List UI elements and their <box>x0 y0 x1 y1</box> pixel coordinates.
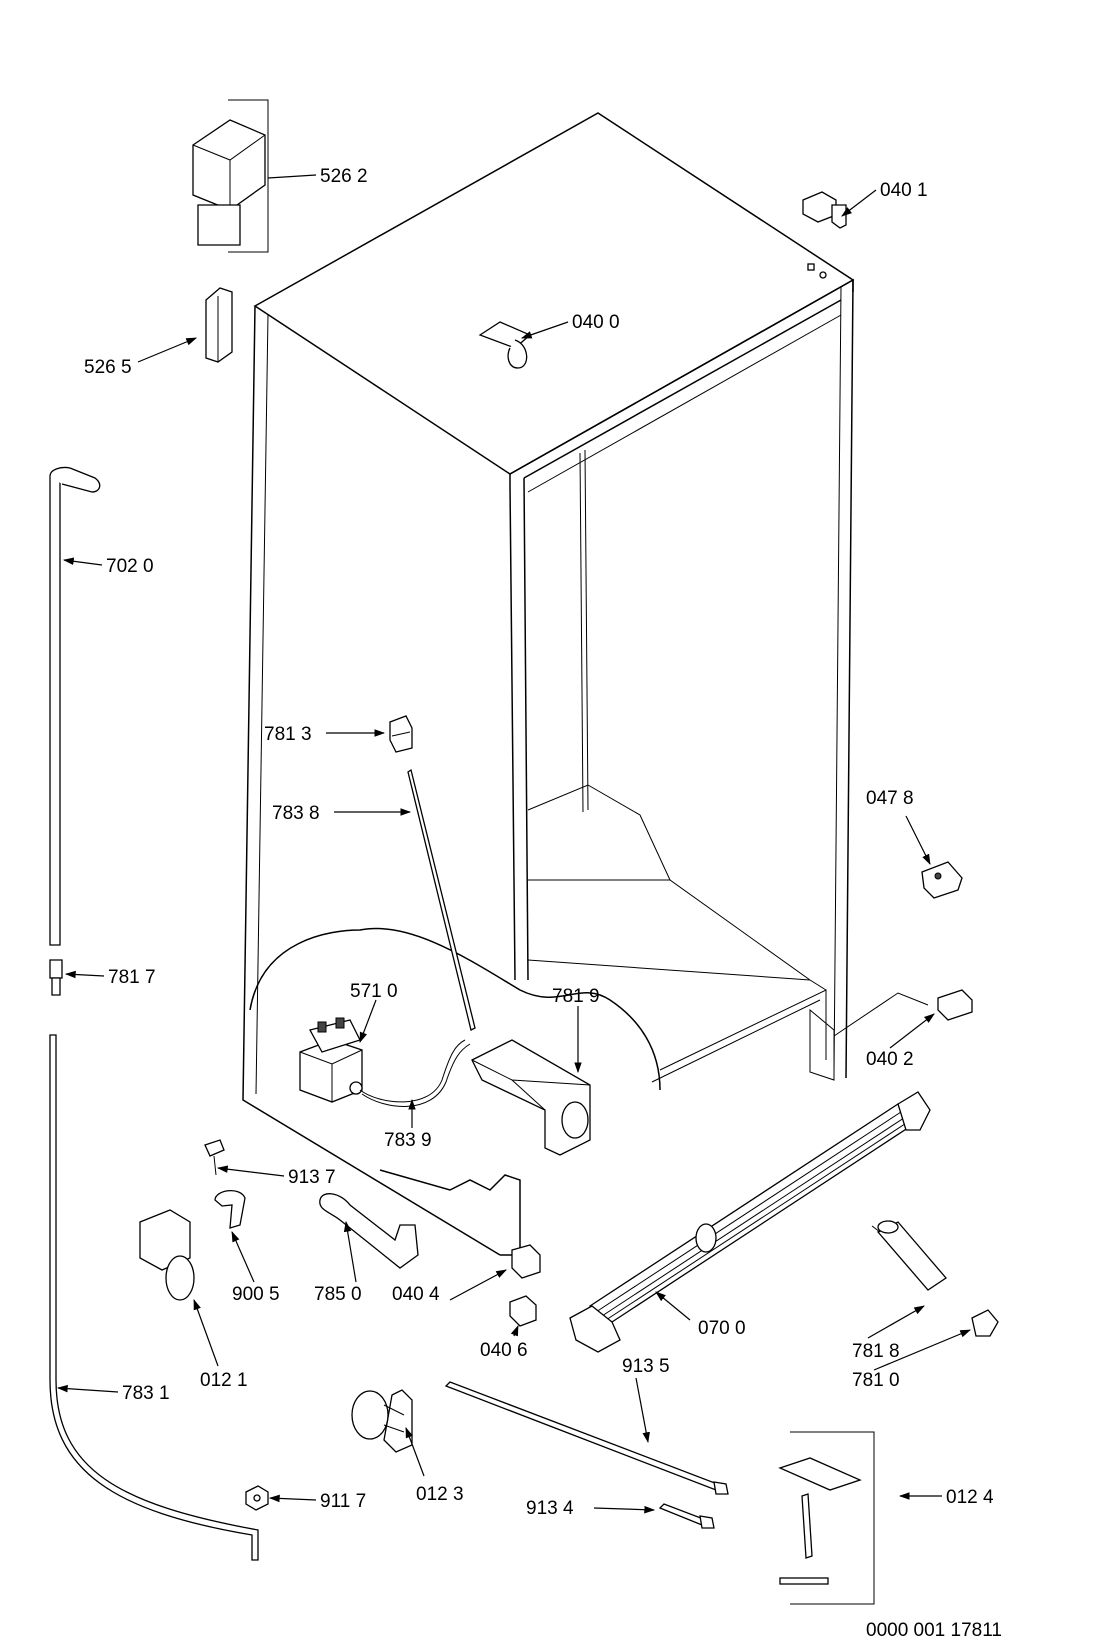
callout-781-9: 781 9 <box>552 986 600 1007</box>
tubing-part-783-9 <box>359 1039 471 1107</box>
drawing-number: 0000 001 17811 <box>866 1620 1002 1641</box>
callout-781-7: 781 7 <box>108 967 156 988</box>
nut-part-911-7 <box>245 1485 269 1511</box>
callout-070-0: 070 0 <box>698 1318 746 1339</box>
fitting-part-781-7 <box>49 959 63 996</box>
handle-rod-part-702-0 <box>49 466 101 946</box>
callout-047-8: 047 8 <box>866 788 914 809</box>
callout-785-0: 785 0 <box>314 1284 362 1305</box>
callout-913-5: 913 5 <box>622 1356 670 1377</box>
hinge-assembly-part-012-3 <box>351 1389 413 1453</box>
cover-plate-part-526-5 <box>205 287 233 363</box>
callout-labels: 526 2 526 5 040 1 040 0 702 0 781 3 783 … <box>84 166 994 1519</box>
door-closer-bar-part-070-0 <box>569 1091 931 1353</box>
callout-040-1: 040 1 <box>880 180 928 201</box>
callout-526-5: 526 5 <box>84 357 132 378</box>
callout-040-0: 040 0 <box>572 312 620 333</box>
callout-913-4: 913 4 <box>526 1498 574 1519</box>
bracket-part-040-6 <box>509 1295 537 1327</box>
fill-duct-part-781-9 <box>471 1039 591 1156</box>
callout-012-3: 012 3 <box>416 1484 464 1505</box>
parts-kit-part-012-4 <box>778 1431 875 1605</box>
roller-part-012-1 <box>139 1209 195 1301</box>
hinge-part-040-0 <box>478 321 532 369</box>
valve-part-781-0 <box>971 1309 999 1337</box>
callout-526-2: 526 2 <box>320 166 368 187</box>
callout-781-3: 781 3 <box>264 724 312 745</box>
drain-hose-part-785-0 <box>319 1193 419 1269</box>
callout-783-9: 783 9 <box>384 1130 432 1151</box>
callout-900-5: 900 5 <box>232 1284 280 1305</box>
valve-cap-part-781-3 <box>389 715 413 753</box>
callout-781-8: 781 8 <box>852 1341 900 1362</box>
callout-781-0: 781 0 <box>852 1370 900 1391</box>
callout-571-0: 571 0 <box>350 981 398 1002</box>
callout-012-4: 012 4 <box>946 1487 994 1508</box>
clip-part-047-8 <box>921 861 963 899</box>
callout-040-6: 040 6 <box>480 1340 528 1361</box>
screw-part-913-4 <box>658 1503 715 1529</box>
clamp-part-900-5 <box>214 1190 246 1229</box>
callout-911-7: 911 7 <box>320 1491 366 1512</box>
control-housing-part-526-2 <box>192 99 269 253</box>
callout-783-8: 783 8 <box>272 803 320 824</box>
callout-702-0: 702 0 <box>106 556 154 577</box>
lower-hinge-part-040-2 <box>833 989 973 1037</box>
callout-783-1: 783 1 <box>122 1383 170 1404</box>
refrigerator-cabinet <box>242 112 855 1256</box>
water-valve-part-571-0 <box>299 1017 363 1103</box>
callout-012-1: 012 1 <box>200 1370 248 1391</box>
leader-lines <box>56 174 971 1514</box>
bracket-part-040-4 <box>511 1244 541 1279</box>
curved-tube-part-783-1 <box>49 1034 259 1561</box>
filter-part-781-8 <box>871 1220 947 1291</box>
callout-040-4: 040 4 <box>392 1284 440 1305</box>
callout-913-7: 913 7 <box>288 1167 336 1188</box>
callout-040-2: 040 2 <box>866 1049 914 1070</box>
top-hinge-part-040-1 <box>802 191 847 229</box>
threaded-rod-part-913-5 <box>444 1381 729 1495</box>
water-tube-part-783-8 <box>407 768 476 1031</box>
screw-part-913-7 <box>204 1139 225 1176</box>
